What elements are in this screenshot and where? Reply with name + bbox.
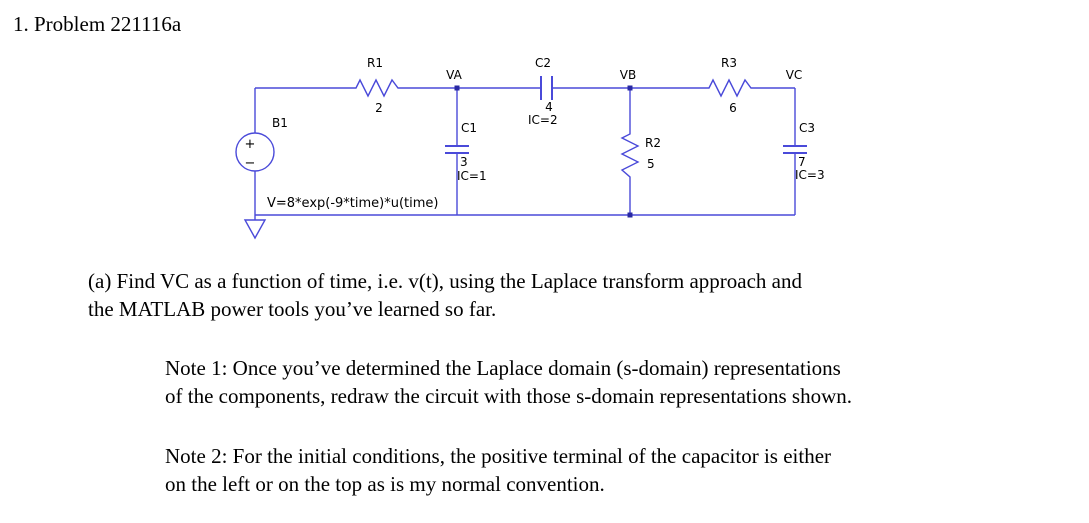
capacitor-c3: C3 7 IC=3 [783, 121, 825, 182]
node-vc: VC [786, 68, 803, 82]
c2-label: C2 [535, 56, 551, 70]
capacitor-c2: C2 4 IC=2 [528, 56, 558, 127]
voltage-source-b1: + − B1 V=8*exp(-9*time)*u(time) [235, 116, 439, 211]
node-vb: VB [620, 68, 636, 218]
text-line: Note 2: For the initial conditions, the … [165, 444, 832, 468]
text-line: the MATLAB power tools you’ve learned so… [88, 296, 497, 321]
text-line: on the left or on the top as is my norma… [165, 471, 605, 496]
resistor-r2: R2 5 [620, 128, 661, 183]
c1-label: C1 [461, 121, 477, 135]
r1-label: R1 [367, 56, 383, 70]
node-vc-label: VC [786, 68, 803, 82]
r1-value: 2 [375, 101, 383, 115]
c3-label: C3 [799, 121, 815, 135]
plus-sign: + [245, 137, 256, 152]
c2-value: 4 [545, 100, 553, 114]
b1-label: B1 [272, 116, 288, 130]
ground-symbol [243, 215, 267, 240]
part-a-paragraph: (a) Find VC as a function of time, i.e. … [88, 268, 802, 323]
c2-initial-condition: IC=2 [528, 113, 558, 127]
capacitor-c1: C1 3 IC=1 [445, 121, 487, 183]
r2-label: R2 [645, 136, 661, 150]
text-line: Note 1: Once you’ve determined the Lapla… [165, 356, 841, 380]
r3-value: 6 [729, 101, 737, 115]
r3-label: R3 [721, 56, 737, 70]
c3-initial-condition: IC=3 [795, 168, 825, 182]
minus-sign: − [245, 156, 256, 171]
node-va-label: VA [446, 68, 462, 82]
text-line: (a) Find VC as a function of time, i.e. … [88, 269, 802, 293]
b1-expression: V=8*exp(-9*time)*u(time) [267, 196, 439, 211]
r2-value: 5 [647, 157, 655, 171]
circuit-schematic: + − B1 V=8*exp(-9*time)*u(time) R1 2 C2 … [235, 56, 825, 240]
note-1-paragraph: Note 1: Once you’ve determined the Lapla… [165, 355, 852, 410]
resistor-r3: R3 6 [703, 56, 758, 115]
text-line: of the components, redraw the circuit wi… [165, 383, 852, 408]
node-vb-label: VB [620, 68, 636, 82]
node-va: VA [446, 68, 463, 91]
problem-title: 1. Problem 221116a [13, 12, 182, 36]
c1-value: 3 [460, 155, 468, 169]
resistor-r1: R1 2 [350, 56, 405, 115]
c1-initial-condition: IC=1 [457, 169, 487, 183]
c3-value: 7 [798, 155, 806, 169]
note-2-paragraph: Note 2: For the initial conditions, the … [165, 443, 831, 498]
